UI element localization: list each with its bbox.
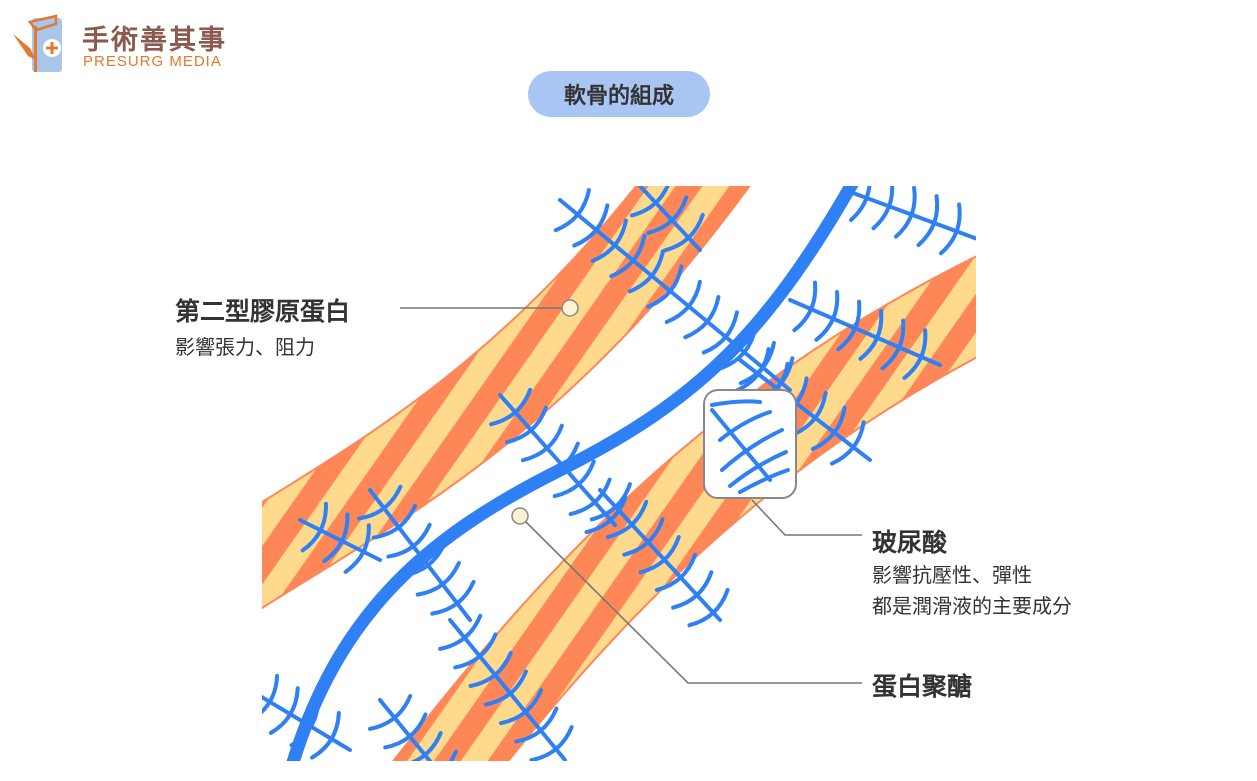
brand-name-cn: 手術善其事	[82, 25, 227, 56]
glycosaminoglycan-chain	[383, 712, 428, 750]
glycosaminoglycan-chain	[499, 688, 544, 726]
glycosaminoglycan-chain	[858, 309, 884, 361]
glycosaminoglycan-chain	[310, 710, 341, 760]
glycosaminoglycan-chain	[646, 264, 684, 309]
glycosaminoglycan-chain	[638, 535, 681, 575]
glycosaminoglycan-chain	[654, 552, 698, 592]
glycosaminoglycan-chain	[553, 188, 591, 233]
glycosaminoglycan-chain	[430, 579, 476, 616]
hyaluronic-backbone	[286, 186, 859, 761]
glycosaminoglycan-chain	[268, 686, 300, 735]
glycosaminoglycan-chain	[589, 482, 632, 522]
collagen-band-upper-stripes	[262, 186, 749, 607]
glycosaminoglycan-chain	[448, 749, 458, 761]
glycosaminoglycan-chain	[584, 495, 628, 535]
glycosaminoglycan-chain	[683, 295, 721, 340]
glycosaminoglycan-chain	[810, 405, 847, 451]
collagen-label: 第二型膠原蛋白	[175, 297, 351, 326]
proteoglycan-label: 蛋白聚醣	[872, 672, 973, 701]
proteoglycan-leader	[523, 519, 862, 684]
glycosaminoglycan-chain	[792, 280, 818, 333]
glycosaminoglycan-chain	[734, 347, 771, 393]
glycosaminoglycan-chain	[552, 459, 596, 499]
proteoglycan-core	[558, 198, 792, 392]
hyaluronic-detail-box	[703, 389, 797, 499]
glycosaminoglycan-chain	[368, 693, 413, 731]
glycosaminoglycan-chain	[629, 186, 670, 218]
glycosaminoglycan-chain	[880, 318, 906, 371]
glycosaminoglycan-chain	[622, 517, 665, 557]
glycosaminoglycan-chain	[468, 650, 513, 688]
collagen-desc: 影響張力、阻力	[175, 335, 315, 359]
hyaluronic-detail-fibers	[710, 399, 790, 494]
glycosaminoglycan-chain	[262, 673, 280, 715]
page-title: 軟骨的組成	[528, 71, 710, 117]
brand-name-en: PRESURG MEDIA	[83, 53, 222, 70]
glycosaminoglycan-chain	[606, 499, 649, 540]
glycosaminoglycan-chain	[609, 234, 647, 279]
glycosaminoglycan-chain	[572, 203, 610, 248]
hyaluronic-label: 玻尿酸	[872, 528, 948, 557]
glycosaminoglycan-chain	[371, 503, 417, 540]
glycosaminoglycan-chain	[343, 523, 371, 574]
presurg-logo	[13, 14, 62, 72]
collagen-marker	[561, 299, 579, 317]
glycosaminoglycan-chain	[438, 613, 483, 651]
hyaluronic-desc-1: 影響抗壓性、彈性	[872, 563, 1032, 587]
glycosaminoglycan-chain	[646, 195, 689, 235]
proteoglycan-core	[598, 488, 722, 622]
glycosaminoglycan-chain	[529, 725, 574, 761]
glycosaminoglycan-chain	[453, 632, 498, 670]
proteoglycan-branches	[262, 186, 976, 781]
glycosaminoglycan-chain	[627, 249, 665, 294]
glycosaminoglycan-chain	[431, 770, 471, 781]
proteoglycan-core	[638, 186, 702, 252]
glycosaminoglycan-chain	[483, 669, 528, 707]
glycosaminoglycan-chain	[520, 423, 564, 463]
glycosaminoglycan-chain	[590, 218, 628, 263]
glycosaminoglycan-chain	[687, 587, 730, 628]
glycosaminoglycan-chain	[916, 194, 940, 247]
glycosaminoglycan-chain	[871, 186, 895, 231]
proteoglycan-marker	[511, 507, 529, 525]
glycosaminoglycan-chain	[514, 706, 559, 744]
proteoglycan-core	[448, 618, 567, 761]
glycosaminoglycan-chain	[902, 328, 928, 380]
glycosaminoglycan-chain	[791, 391, 828, 437]
glycosaminoglycan-chain	[893, 186, 917, 239]
glycosaminoglycan-chain	[505, 405, 548, 445]
glycosaminoglycan-chain	[568, 477, 612, 517]
glycosaminoglycan-chain	[814, 290, 840, 342]
proteoglycan-core	[738, 358, 872, 462]
glycosaminoglycan-chain	[662, 212, 705, 253]
glycosaminoglycan-chain	[386, 522, 432, 559]
glycosaminoglycan-chain	[357, 484, 403, 521]
proteoglycan-core	[262, 694, 352, 752]
glycosaminoglycan-chain	[701, 310, 739, 355]
hyaluronic-leader	[751, 499, 862, 536]
glycosaminoglycan-chain	[664, 279, 702, 324]
glycosaminoglycan-chain	[410, 731, 443, 761]
proteoglycan-core	[298, 518, 382, 562]
glycosaminoglycan-chain	[671, 570, 714, 610]
proteoglycan-core	[788, 298, 942, 367]
glycosaminoglycan-chain	[300, 501, 328, 553]
glycosaminoglycan-chain	[938, 202, 962, 256]
glycosaminoglycan-chain	[322, 512, 350, 564]
glycosaminoglycan-chain	[415, 560, 461, 597]
glycosaminoglycan-chain	[848, 186, 872, 222]
glycosaminoglycan-chain	[489, 387, 533, 427]
glycosaminoglycan-chain	[829, 420, 866, 466]
glycosaminoglycan-chain	[836, 299, 862, 352]
proteoglycan-core	[498, 393, 617, 527]
hyaluronic-desc-2: 都是潤滑液的主要成分	[872, 594, 1072, 618]
